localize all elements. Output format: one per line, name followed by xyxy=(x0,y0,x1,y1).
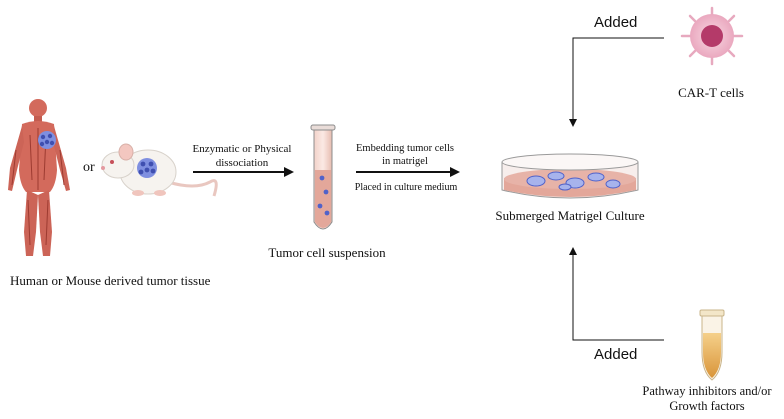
arrow-added-cart xyxy=(569,37,664,127)
added-top-label: Added xyxy=(594,14,638,31)
petri-dish-icon xyxy=(501,153,639,199)
embedding-label: Embedding tumor cells in matrigel xyxy=(356,142,454,168)
dissociation-label-line2: dissociation xyxy=(215,157,269,169)
dissociation-label-line1: Enzymatic or Physical xyxy=(192,143,292,155)
cart-label: CAR-T cells xyxy=(678,85,744,100)
tumor-icon xyxy=(38,131,56,149)
inhibitors-label-line1: Pathway inhibitors and/or xyxy=(642,384,772,398)
or-label: or xyxy=(83,160,95,175)
embedding-label-line1: Embedding tumor cells xyxy=(356,143,454,154)
reagent-tube-icon xyxy=(699,309,725,381)
dissociation-label: Enzymatic or Physical dissociation xyxy=(193,142,292,170)
test-tube-icon xyxy=(310,124,336,230)
car-t-cell-icon xyxy=(680,6,744,66)
suspension-label: Tumor cell suspension xyxy=(268,245,386,260)
embedding-label-line2: in matrigel xyxy=(382,156,428,167)
mouse-icon xyxy=(101,143,218,197)
arrow-added-inhibitors xyxy=(569,247,664,341)
human-body-icon xyxy=(8,99,70,256)
added-bottom-label: Added xyxy=(594,346,638,363)
submerged-label: Submerged Matrigel Culture xyxy=(495,208,645,223)
placed-label: Placed in culture medium xyxy=(354,182,458,193)
inhibitors-label: Pathway inhibitors and/or Growth factors xyxy=(642,384,771,414)
tissue-label: Human or Mouse derived tumor tissue xyxy=(10,273,211,288)
tumor-icon xyxy=(137,158,157,178)
inhibitors-label-line2: Growth factors xyxy=(669,399,745,413)
